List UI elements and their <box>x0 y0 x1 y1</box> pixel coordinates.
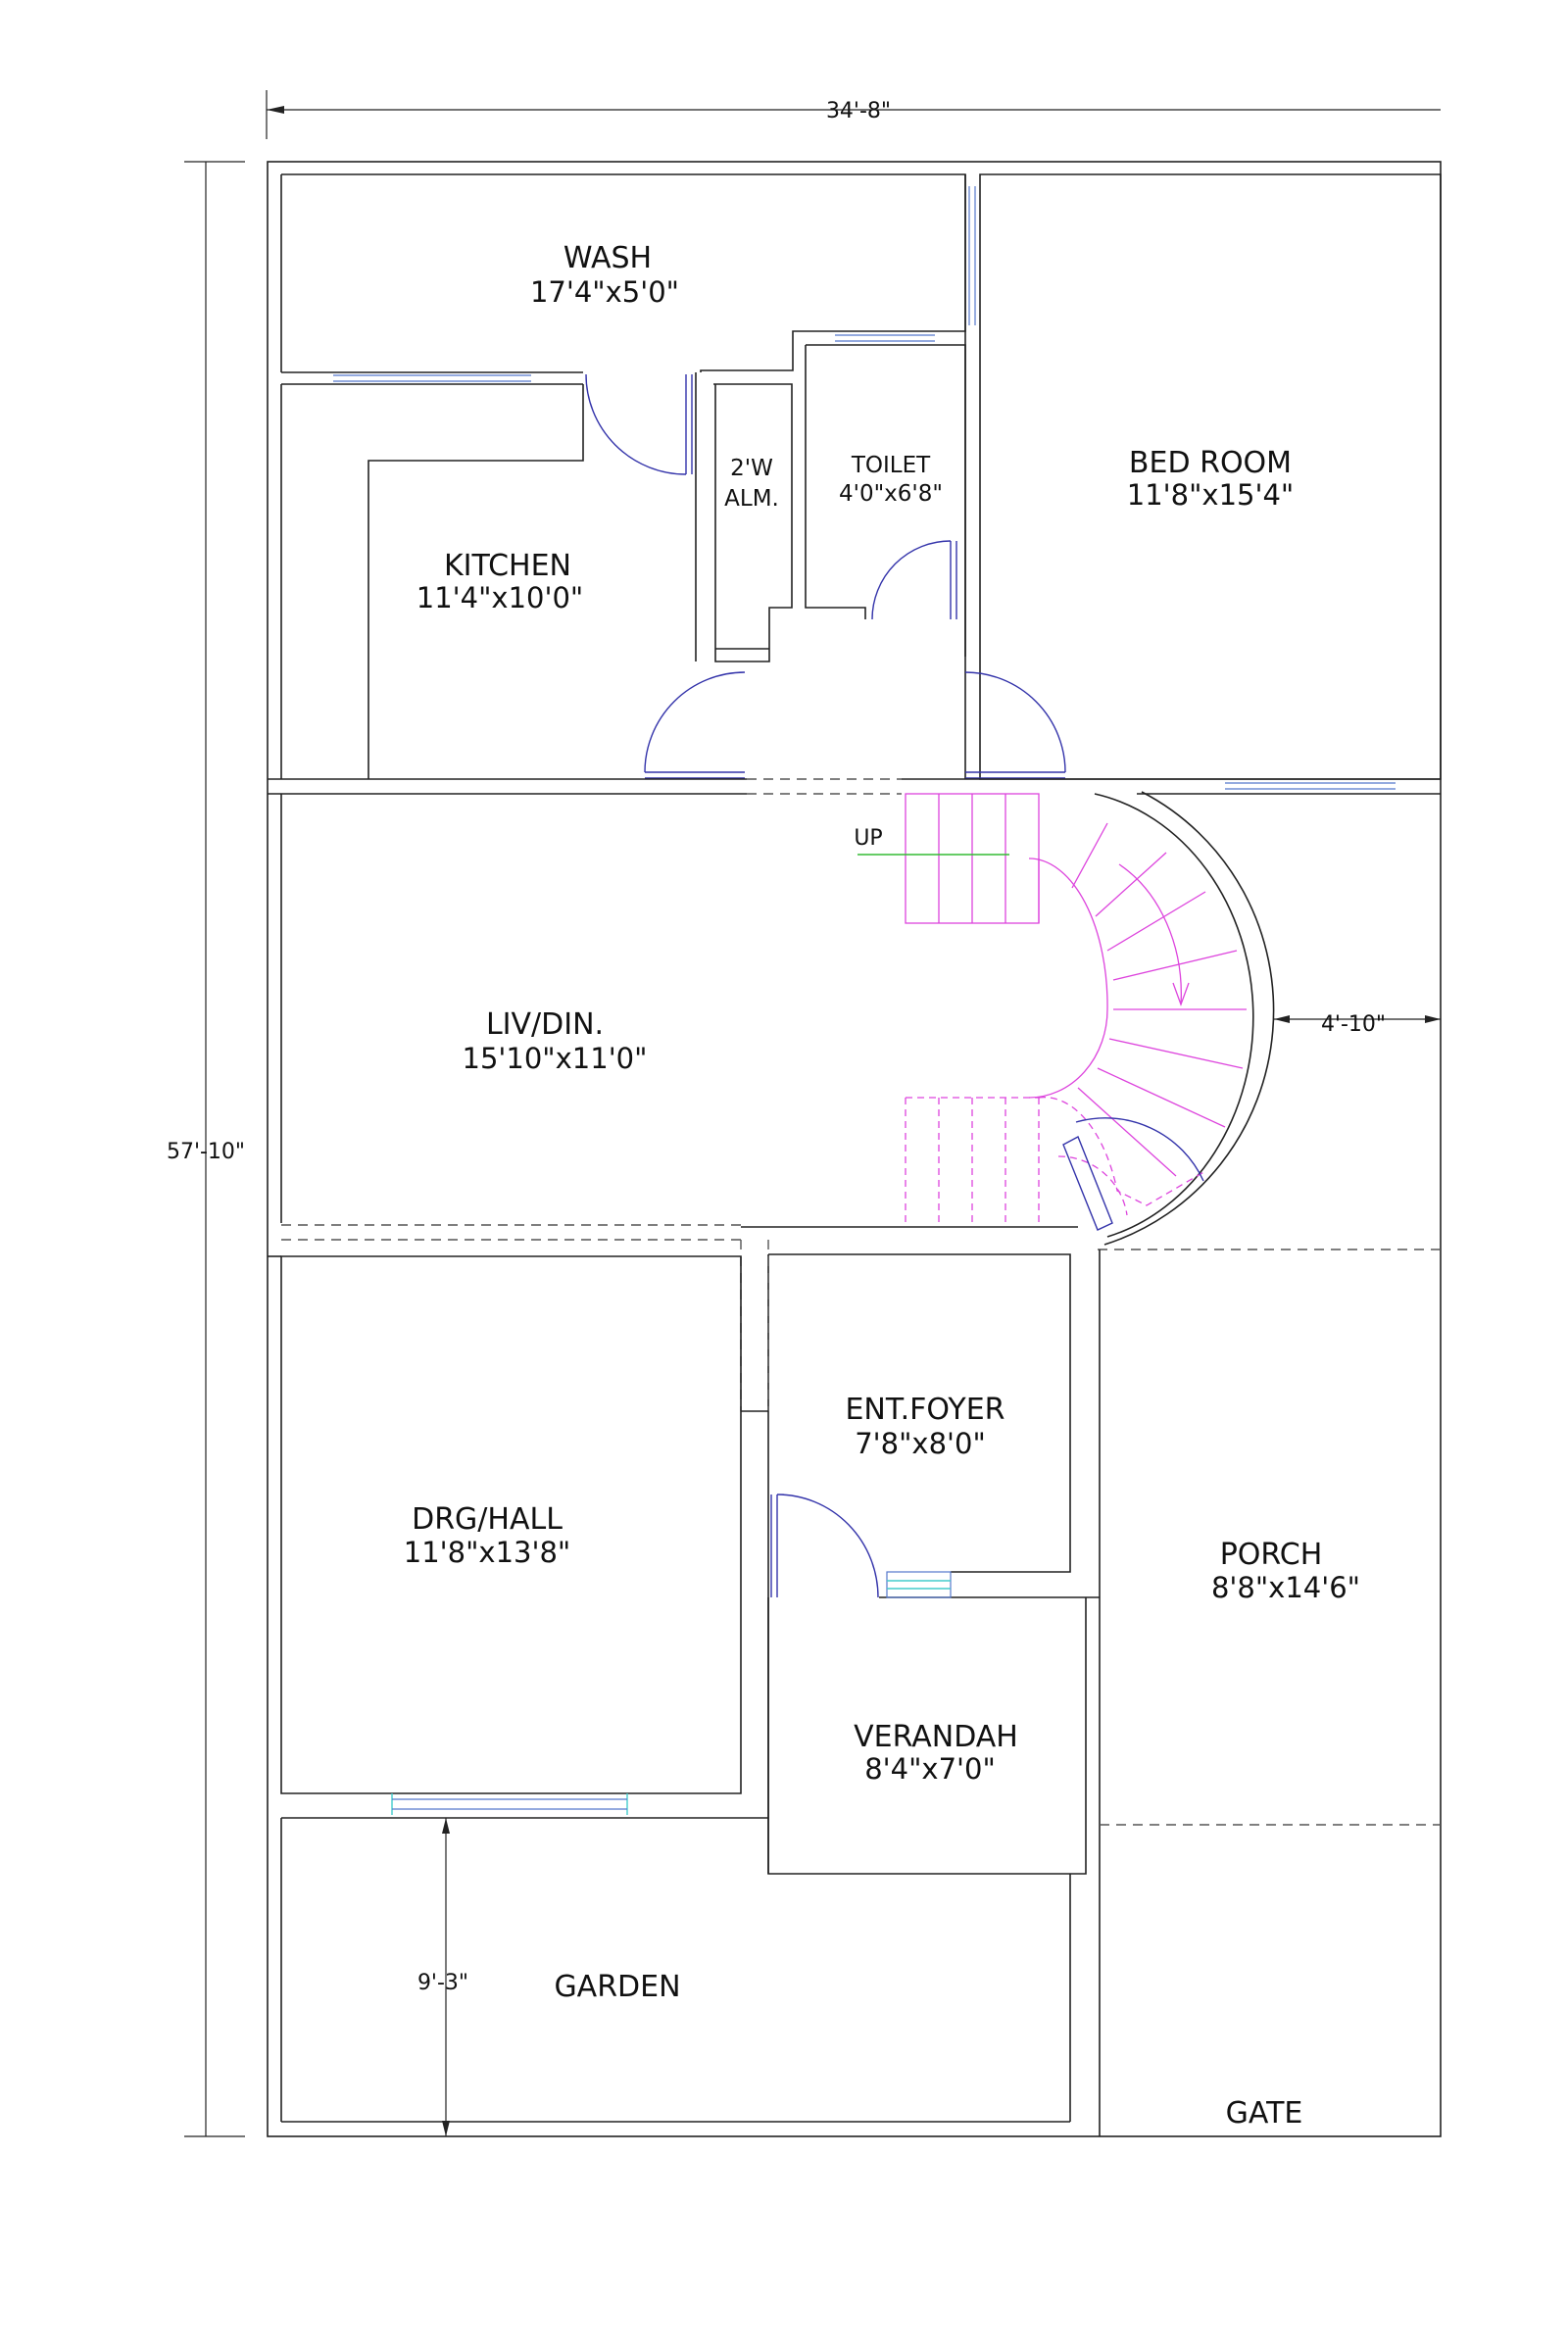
living-walls <box>280 794 1078 1241</box>
overall-depth-label: 57'-10" <box>167 1140 245 1164</box>
garden-walls <box>280 1817 1071 2123</box>
kitchen-door[interactable] <box>585 373 693 475</box>
kitchen-walls <box>280 372 697 779</box>
overall-width-dimension <box>266 90 1441 139</box>
side-setback-dimension <box>1274 1015 1441 1023</box>
stair-up-label: UP <box>854 826 882 851</box>
drawing-hall-window <box>391 1793 628 1815</box>
side-setback-label: 4'-10" <box>1321 1012 1386 1037</box>
bedroom-size: 11'8"x15'4" <box>1127 478 1295 512</box>
almirah-walls <box>713 383 793 662</box>
porch-walls <box>1098 1249 1441 2136</box>
toilet-walls <box>805 344 966 657</box>
bedroom-name: BED ROOM <box>1129 446 1292 480</box>
bedroom-side-window <box>968 186 976 325</box>
garden-depth-label: 9'-3" <box>417 1971 468 1995</box>
staircase <box>905 791 1275 1246</box>
living-size: 15'10"x11'0" <box>463 1042 648 1075</box>
verandah-size: 8'4"x7'0" <box>864 1752 996 1786</box>
wash-window <box>333 374 531 382</box>
foyer-steps <box>886 1571 952 1598</box>
porch-name: PORCH <box>1220 1538 1323 1572</box>
verandah-walls <box>767 1597 1087 1875</box>
wash-name: WASH <box>564 241 652 275</box>
garden-name: GARDEN <box>554 1970 680 2004</box>
porch-size: 8'8"x14'6" <box>1211 1571 1360 1604</box>
almirah-width-label: 2'W <box>730 456 773 481</box>
kitchen-size: 11'4"x10'0" <box>416 581 584 614</box>
almirah-label: ALM. <box>724 486 779 512</box>
drawing-hall-size: 11'8"x13'8" <box>404 1536 571 1569</box>
foyer-size: 7'8"x8'0" <box>855 1427 986 1460</box>
foyer-name: ENT.FOYER <box>845 1393 1004 1427</box>
garden-depth-dimension <box>442 1818 450 2136</box>
drawing-hall-walls <box>268 1255 742 1794</box>
living-name: LIV/DIN. <box>486 1007 604 1042</box>
wash-size: 17'4"x5'0" <box>530 275 679 309</box>
passage-door-right[interactable] <box>964 671 1066 779</box>
stair-door[interactable] <box>1062 1117 1204 1231</box>
kitchen-living-wall <box>268 778 1441 795</box>
passage-door-left[interactable] <box>644 671 746 779</box>
toilet-name: TOILET <box>851 453 931 478</box>
verandah-name: VERANDAH <box>854 1720 1018 1754</box>
gate-label: GATE <box>1226 2096 1303 2131</box>
toilet-size: 4'0"x6'8" <box>839 481 943 507</box>
drawing-hall-name: DRG/HALL <box>412 1502 563 1537</box>
toilet-window <box>835 334 935 342</box>
foyer-entry-door[interactable] <box>770 1494 879 1598</box>
side-setback-window <box>1225 782 1396 790</box>
overall-depth-dimension <box>184 161 245 2137</box>
plot-boundary <box>267 161 1442 2137</box>
toilet-door[interactable] <box>871 540 957 620</box>
overall-width-label: 34'-8" <box>826 99 891 123</box>
kitchen-name: KITCHEN <box>444 549 571 583</box>
